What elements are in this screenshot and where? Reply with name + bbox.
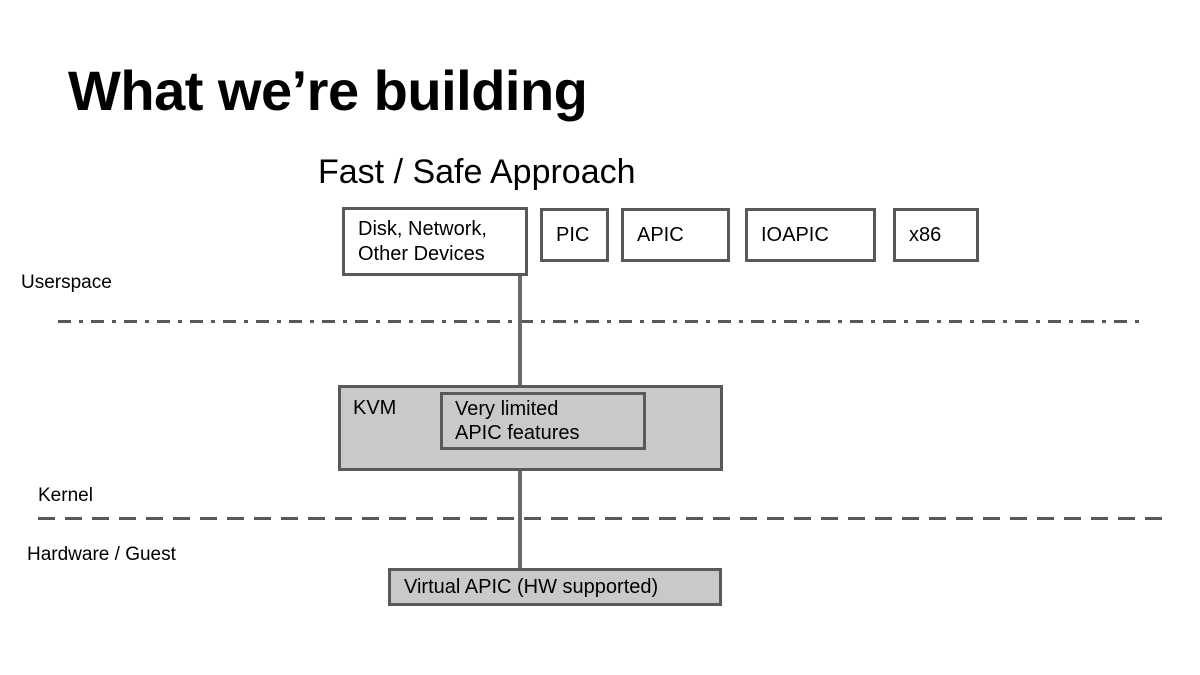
- component-label-x86: x86: [909, 223, 942, 246]
- component-label-kvm-apic-features: Very limited APIC features: [455, 397, 580, 444]
- component-box-devices[interactable]: Disk, Network, Other Devices: [342, 207, 528, 276]
- component-box-ioapic[interactable]: IOAPIC: [745, 208, 876, 262]
- component-label-devices: Disk, Network, Other Devices: [358, 218, 487, 265]
- band-label-userspace: Userspace: [21, 272, 112, 293]
- component-box-kvm-apic-features[interactable]: Very limited APIC features: [440, 392, 646, 450]
- component-label-virtual-apic: Virtual APIC (HW supported): [404, 575, 659, 598]
- component-box-pic[interactable]: PIC: [540, 208, 609, 262]
- component-label-pic: PIC: [556, 223, 590, 246]
- divider-kernel-hardware: [38, 517, 1170, 520]
- connector-kvm-to-virtual-apic: [518, 469, 522, 570]
- component-box-x86[interactable]: x86: [893, 208, 979, 262]
- component-box-apic[interactable]: APIC: [621, 208, 730, 262]
- component-label-ioapic: IOAPIC: [761, 223, 829, 246]
- diagram-subtitle: Fast / Safe Approach: [318, 153, 636, 191]
- component-box-virtual-apic[interactable]: Virtual APIC (HW supported): [388, 568, 722, 606]
- band-label-kernel: Kernel: [38, 485, 93, 506]
- page-title: What we’re building: [68, 59, 588, 122]
- connector-devices-to-kvm: [518, 274, 522, 387]
- band-label-hardware: Hardware / Guest: [27, 544, 176, 565]
- component-label-kvm: KVM: [353, 397, 397, 419]
- divider-userspace-kernel: [58, 320, 1145, 323]
- component-label-apic: APIC: [637, 223, 684, 246]
